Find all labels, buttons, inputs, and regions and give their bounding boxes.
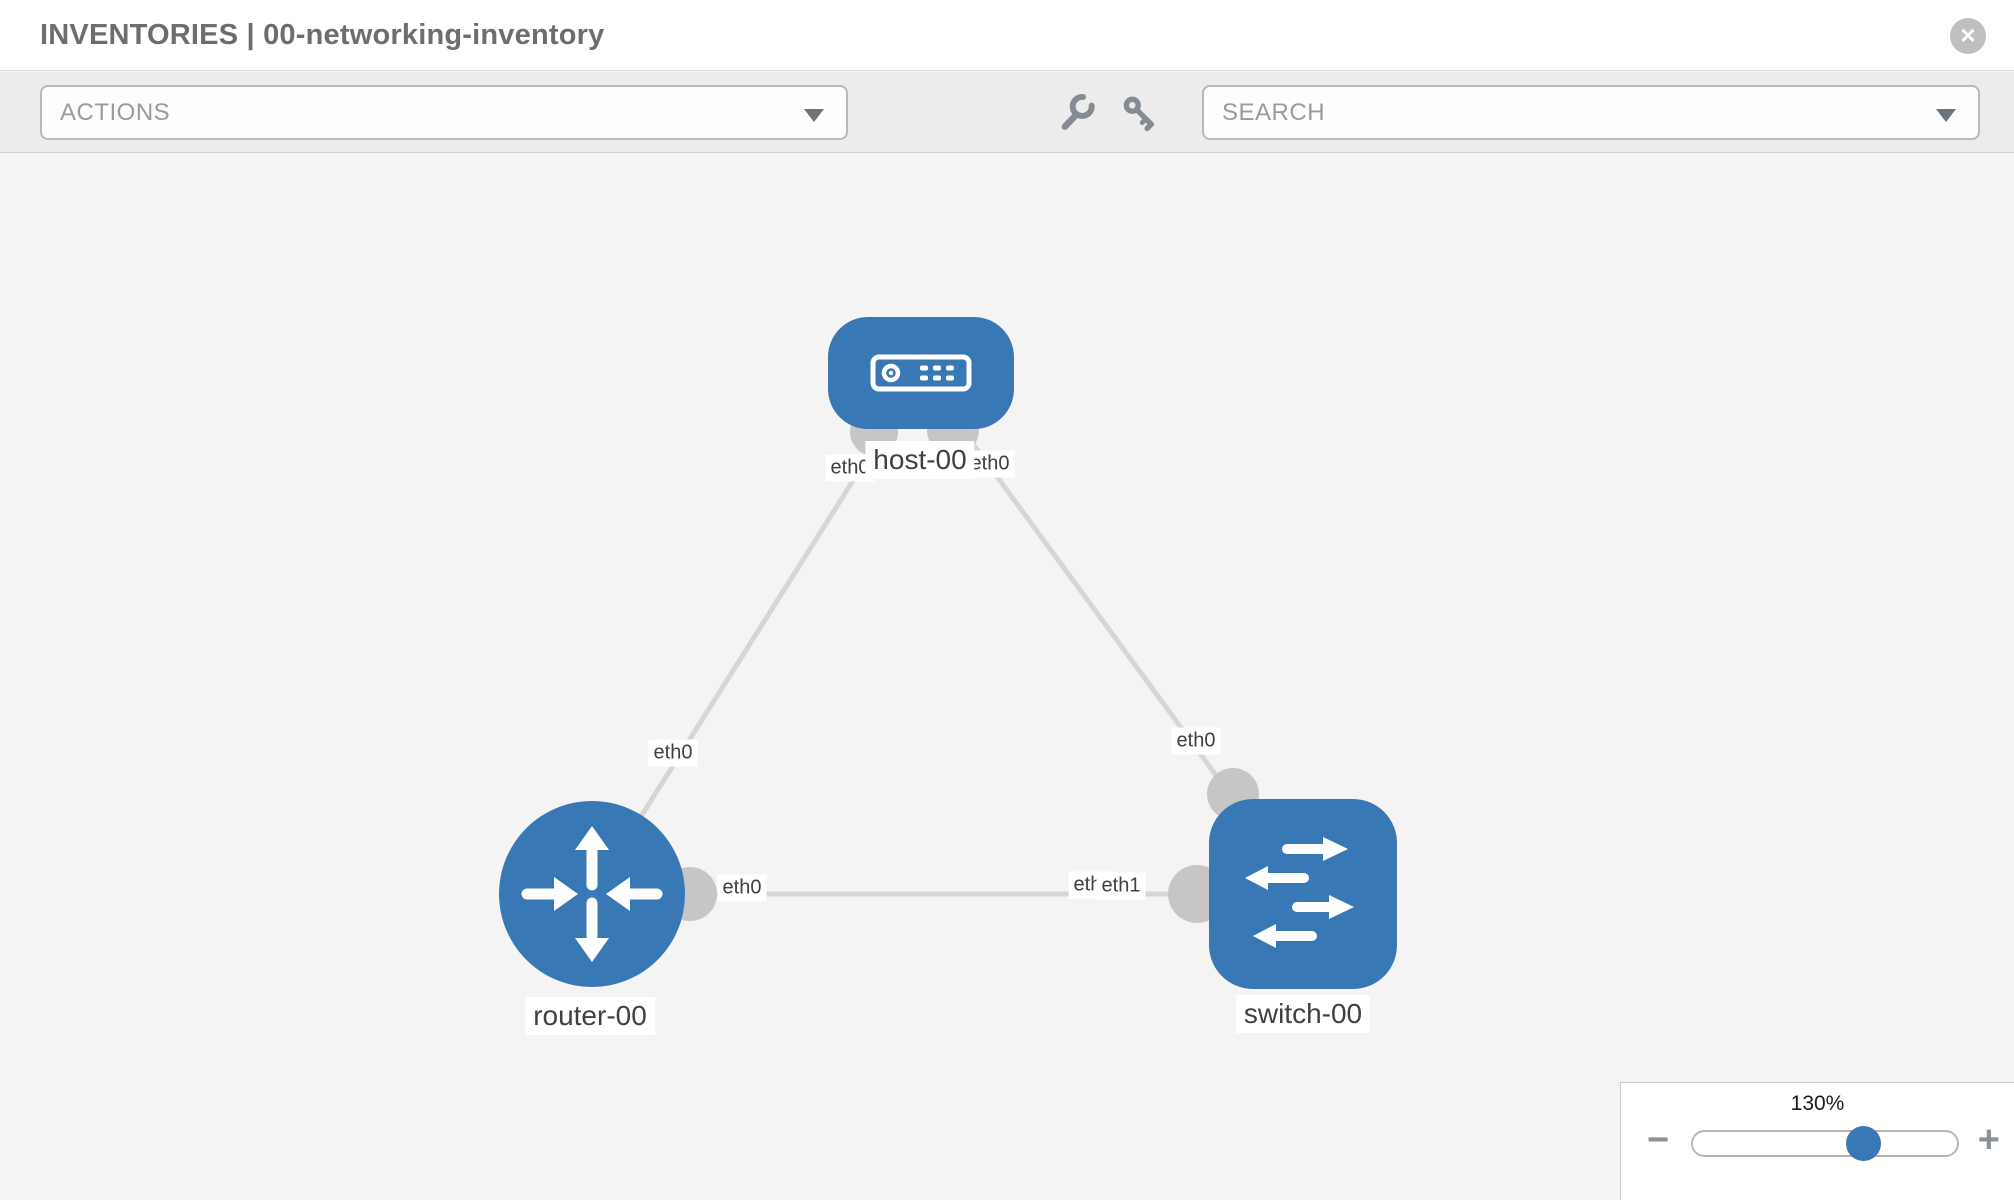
node-label-router-00: router-00 bbox=[525, 997, 655, 1035]
zoom-level-value: 130% bbox=[1790, 1092, 1845, 1115]
header-bar: INVENTORIES | 00-networking-inventory × bbox=[0, 0, 2014, 71]
zoom-out-button[interactable]: − bbox=[1647, 1119, 1670, 1161]
key-icon[interactable] bbox=[1121, 94, 1159, 132]
zoom-panel: 130% − + bbox=[1620, 1082, 2014, 1200]
node-host-00[interactable] bbox=[828, 317, 1014, 429]
chevron-down-icon bbox=[804, 109, 824, 122]
zoom-slider-thumb[interactable] bbox=[1846, 1126, 1882, 1161]
port-label: eth1 bbox=[1096, 872, 1146, 900]
topology-svg bbox=[499, 317, 1397, 989]
close-button[interactable]: × bbox=[1950, 18, 1986, 54]
switch-icon bbox=[1323, 837, 1348, 861]
zoom-slider-row: − + bbox=[1621, 1116, 2014, 1180]
chevron-down-icon bbox=[1936, 109, 1956, 122]
search-dropdown[interactable]: SEARCH bbox=[1202, 85, 1980, 140]
node-router-00[interactable] bbox=[499, 801, 685, 987]
close-icon: × bbox=[1960, 20, 1976, 50]
node-label-host-00: host-00 bbox=[865, 441, 975, 479]
host-icon bbox=[881, 363, 901, 383]
zoom-in-button[interactable]: + bbox=[1977, 1119, 2000, 1161]
host-icon bbox=[933, 375, 941, 381]
node-switch-00[interactable] bbox=[1209, 799, 1397, 989]
router-icon bbox=[554, 877, 578, 911]
router-icon bbox=[575, 938, 609, 962]
search-dropdown-label: SEARCH bbox=[1222, 99, 1326, 126]
router-icon bbox=[606, 877, 630, 911]
host-icon bbox=[920, 365, 928, 371]
host-icon bbox=[870, 354, 972, 392]
host-icon bbox=[946, 375, 954, 381]
wrench-icon[interactable] bbox=[1059, 94, 1097, 132]
host-icon bbox=[933, 365, 941, 371]
host-icon bbox=[920, 375, 928, 381]
switch-icon bbox=[1329, 895, 1354, 919]
page-title: INVENTORIES | 00-networking-inventory bbox=[40, 19, 605, 51]
toolbar: ACTIONS SEARCH bbox=[0, 72, 2014, 153]
switch-icon bbox=[1245, 866, 1268, 890]
node-label-switch-00: switch-00 bbox=[1235, 995, 1371, 1033]
port-label: eth0 bbox=[717, 874, 767, 902]
router-icon bbox=[575, 826, 609, 850]
port-label: eth0 bbox=[648, 739, 698, 767]
zoom-slider-track[interactable] bbox=[1691, 1126, 1959, 1161]
actions-dropdown-label: ACTIONS bbox=[60, 99, 171, 126]
host-icon bbox=[946, 365, 954, 371]
port-label: eth0 bbox=[1171, 727, 1221, 755]
actions-dropdown[interactable]: ACTIONS bbox=[40, 85, 848, 140]
host-icon bbox=[888, 370, 894, 376]
switch-icon bbox=[1253, 924, 1276, 948]
